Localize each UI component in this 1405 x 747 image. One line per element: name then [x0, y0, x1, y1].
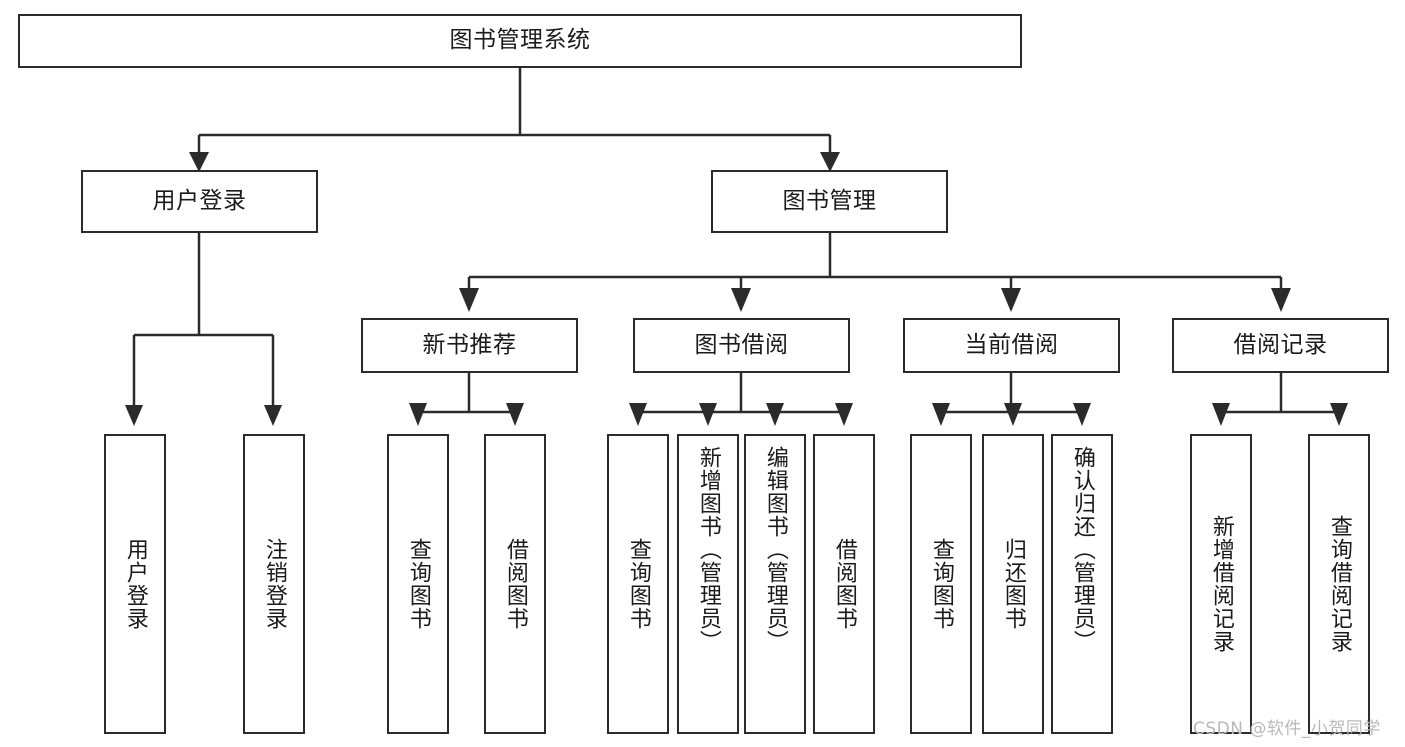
node-current-borrow-label: 当前借阅: [964, 331, 1059, 358]
node-leaf-return-book-label: 归还图书: [1000, 538, 1026, 630]
node-leaf-confirm-return-label: 确认归还（管理员）: [1069, 446, 1095, 653]
node-user-login[interactable]: 用户登录: [81, 170, 318, 233]
node-leaf-add-book-label: 新增图书（管理员）: [695, 446, 721, 653]
node-leaf-borrow-book-label: 借阅图书: [831, 538, 857, 630]
arrowhead-leaf-user-login: [125, 405, 143, 426]
arrowheads: [125, 152, 1348, 426]
node-leaf-query-book-current-label: 查询图书: [928, 538, 954, 630]
node-leaf-add-record-label: 新增借阅记录: [1208, 515, 1234, 653]
node-leaf-query-record[interactable]: 查询借阅记录: [1308, 434, 1370, 734]
arrowhead-leaf-add-book: [699, 403, 717, 426]
node-borrow-records[interactable]: 借阅记录: [1172, 318, 1389, 373]
arrowhead-leaf-add-record: [1212, 403, 1230, 426]
node-new-book-recommend[interactable]: 新书推荐: [361, 318, 578, 373]
node-book-borrow[interactable]: 图书借阅: [633, 318, 850, 373]
arrowhead-leaf-query-record: [1330, 403, 1348, 426]
node-leaf-edit-book[interactable]: 编辑图书（管理员）: [744, 434, 806, 734]
arrowhead-leaf-query-book-borrow: [629, 403, 647, 426]
node-leaf-confirm-return[interactable]: 确认归还（管理员）: [1051, 434, 1113, 734]
arrowhead-leaf-edit-book: [766, 403, 784, 426]
arrowhead-leaf-borrow-book-rec: [506, 403, 524, 426]
node-leaf-query-book-borrow-label: 查询图书: [625, 538, 651, 630]
node-borrow-records-label: 借阅记录: [1233, 331, 1328, 358]
node-leaf-user-logout-label: 注销登录: [261, 538, 287, 630]
node-current-borrow[interactable]: 当前借阅: [903, 318, 1120, 373]
node-leaf-add-book[interactable]: 新增图书（管理员）: [677, 434, 739, 734]
node-leaf-query-book-rec-label: 查询图书: [405, 538, 431, 630]
node-leaf-edit-book-label: 编辑图书（管理员）: [762, 446, 788, 653]
arrowhead-leaf-confirm-return: [1073, 403, 1091, 426]
arrowhead-borrow-records: [1271, 288, 1291, 312]
node-book-manage-label: 图书管理: [782, 187, 877, 214]
node-book-borrow-label: 图书借阅: [694, 331, 789, 358]
node-leaf-user-login[interactable]: 用户登录: [104, 434, 166, 734]
arrowhead-leaf-borrow-book: [835, 403, 853, 426]
node-user-login-label: 用户登录: [152, 187, 247, 214]
node-leaf-borrow-book-rec-label: 借阅图书: [502, 538, 528, 630]
arrowhead-book-manage: [820, 152, 840, 172]
node-leaf-borrow-book[interactable]: 借阅图书: [813, 434, 875, 734]
arrowhead-leaf-query-book-rec: [409, 403, 427, 426]
node-leaf-query-record-label: 查询借阅记录: [1326, 515, 1352, 653]
node-leaf-query-book-current[interactable]: 查询图书: [910, 434, 972, 734]
arrowhead-leaf-return-book: [1004, 403, 1022, 426]
arrowhead-leaf-user-logout: [264, 405, 282, 426]
node-leaf-user-login-label: 用户登录: [122, 538, 148, 630]
node-new-book-recommend-label: 新书推荐: [422, 331, 517, 358]
node-leaf-return-book[interactable]: 归还图书: [982, 434, 1044, 734]
arrowhead-user-login: [189, 152, 209, 172]
arrowhead-book-borrow: [731, 288, 751, 312]
node-leaf-add-record[interactable]: 新增借阅记录: [1190, 434, 1252, 734]
arrowhead-current-borrow: [1001, 288, 1021, 312]
node-leaf-borrow-book-rec[interactable]: 借阅图书: [484, 434, 546, 734]
arrowhead-new-book-recommend: [459, 288, 479, 312]
node-root-label: 图书管理系统: [449, 27, 591, 54]
arrowhead-leaf-query-book-current: [932, 403, 950, 426]
node-leaf-query-book-rec[interactable]: 查询图书: [387, 434, 449, 734]
node-leaf-query-book-borrow[interactable]: 查询图书: [607, 434, 669, 734]
node-root[interactable]: 图书管理系统: [18, 14, 1022, 68]
node-book-manage[interactable]: 图书管理: [711, 170, 948, 233]
node-leaf-user-logout[interactable]: 注销登录: [243, 434, 305, 734]
